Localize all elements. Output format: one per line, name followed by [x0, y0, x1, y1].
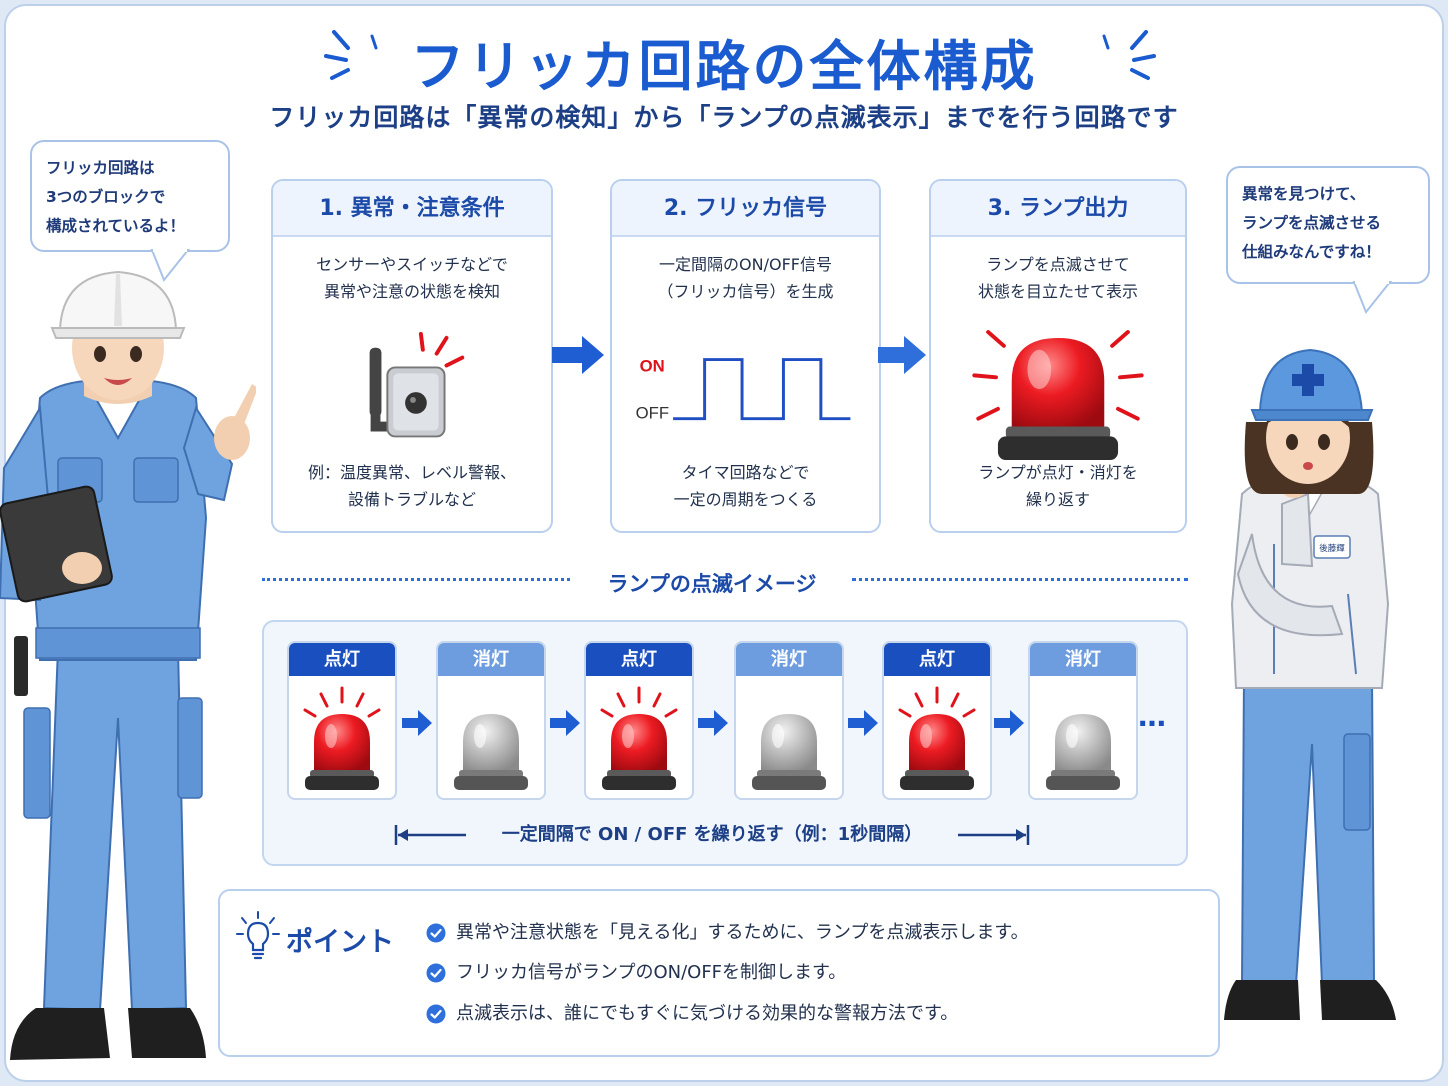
block-title: 2. フリッカ信号 — [612, 181, 879, 237]
frame-label: 点灯 — [884, 643, 990, 676]
blink-section-label: ランプの点滅イメージ — [607, 572, 817, 596]
block-title: 3. ランプ出力 — [931, 181, 1185, 237]
mini-arrow-icon — [848, 710, 878, 736]
mini-arrow-icon — [550, 710, 580, 736]
speech-bubble-right: 異常を見つけて、 ランプを点滅させる 仕組みなんですね！ — [1226, 166, 1430, 284]
male-worker-illustration — [0, 270, 256, 1060]
mini-arrow-icon — [402, 710, 432, 736]
point-item-text: フリッカ信号がランプのON/OFFを制御します。 — [456, 962, 847, 983]
check-circle-icon — [426, 963, 446, 983]
block-description: ランプを点滅させて 状態を目立たせて表示 — [931, 251, 1185, 305]
signal-on-label: ON — [640, 356, 665, 375]
flow-arrow-icon — [878, 336, 926, 374]
female-worker-illustration: 後藤輝 — [1224, 348, 1396, 1020]
frame-label: 消灯 — [1030, 643, 1136, 676]
block-lamp-output: 3. ランプ出力 ランプを点滅させて 状態を目立たせて表示 ランプが点灯・消灯を… — [929, 179, 1187, 533]
blink-frame-off: 消灯 — [1028, 641, 1138, 800]
block-description: センサーやスイッチなどで 異常や注意の状態を検知 — [273, 251, 551, 305]
lamp-on-icon — [303, 686, 381, 790]
interval-annotation: 一定間隔で ON / OFF を繰り返す（例：1秒間隔） — [392, 820, 1032, 850]
frame-label: 点灯 — [586, 643, 692, 676]
frame-label: 消灯 — [438, 643, 544, 676]
speech-bubble-left: フリッカ回路は 3つのブロックで 構成されているよ！ — [30, 140, 230, 252]
block-title: 1. 異常・注意条件 — [273, 181, 551, 237]
desc-line: 異常や注意の状態を検知 — [323, 282, 500, 301]
name-badge-text: 後藤輝 — [1319, 543, 1345, 554]
bubble-line: 構成されているよ！ — [46, 217, 186, 235]
mini-arrow-icon — [994, 710, 1024, 736]
check-circle-icon — [426, 1004, 446, 1024]
divider-dots — [262, 578, 570, 582]
divider-dots — [852, 578, 1188, 582]
note-line: ランプが点灯・消灯を — [978, 463, 1138, 482]
blink-frame-off: 消灯 — [734, 641, 844, 800]
signal-off-label: OFF — [636, 404, 669, 423]
block-note: 例：温度異常、レベル警報、 設備トラブルなど — [273, 459, 551, 513]
bubble-tail-left-icon — [150, 248, 190, 282]
title-spark-left-icon — [324, 30, 378, 80]
block-abnormal-condition: 1. 異常・注意条件 センサーやスイッチなどで 異常や注意の状態を検知 例：温度… — [271, 179, 553, 533]
point-item: 異常や注意状態を「見える化」するために、ランプを点滅表示します。 — [426, 921, 1029, 945]
lamp-on-icon — [600, 686, 678, 790]
note-line: 繰り返す — [1025, 490, 1090, 509]
blink-frame-on: 点灯 — [882, 641, 992, 800]
point-item: フリッカ信号がランプのON/OFFを制御します。 — [426, 961, 846, 985]
frame-label: 点灯 — [289, 643, 395, 676]
point-title: ポイント — [286, 927, 394, 958]
blink-frame-on: 点灯 — [584, 641, 694, 800]
point-item-text: 点滅表示は、誰にでもすぐに気づける効果的な警報方法です。 — [456, 1003, 959, 1024]
mini-arrow-icon — [698, 710, 728, 736]
check-circle-icon — [426, 923, 446, 943]
note-line: タイマ回路などで — [681, 463, 810, 482]
bubble-line: 3つのブロックで — [46, 188, 166, 206]
block-description: 一定間隔のON/OFF信号 （フリッカ信号）を生成 — [612, 251, 879, 305]
bubble-line: 仕組みなんですね！ — [1242, 243, 1381, 261]
bubble-line: フリッカ回路は — [46, 159, 155, 177]
frame-label: 消灯 — [736, 643, 842, 676]
bubble-line: ランプを点滅させる — [1242, 214, 1382, 232]
page-subtitle: フリッカ回路は「異常の検知」から「ランプの点滅表示」までを行う回路です — [269, 103, 1179, 132]
block-flicker-signal: 2. フリッカ信号 一定間隔のON/OFF信号 （フリッカ信号）を生成 ON O… — [610, 179, 881, 533]
continuation-ellipsis: … — [1138, 700, 1168, 733]
desc-line: （フリッカ信号）を生成 — [657, 282, 834, 301]
block-note: タイマ回路などで 一定の周期をつくる — [612, 459, 879, 513]
point-item: 点滅表示は、誰にでもすぐに気づける効果的な警報方法です。 — [426, 1002, 958, 1026]
bubble-line: 異常を見つけて、 — [1242, 185, 1366, 203]
lamp-off-icon — [454, 714, 528, 790]
interval-text: 一定間隔で ON / OFF を繰り返す（例：1秒間隔） — [501, 824, 923, 845]
desc-line: ランプを点滅させて — [986, 255, 1130, 274]
title-spark-right-icon — [1102, 30, 1156, 80]
square-wave-signal: ON OFF — [636, 356, 851, 423]
red-beacon-lamp-icon — [972, 330, 1144, 461]
flow-arrow-icon — [552, 336, 604, 374]
lamp-on-icon — [898, 686, 976, 790]
interval-arrow-right-icon — [958, 825, 1030, 845]
page-title: フリッカ回路の全体構成 — [410, 35, 1038, 98]
lightbulb-icon — [236, 911, 280, 960]
note-line: 一定の周期をつくる — [673, 490, 818, 509]
blink-frame-off: 消灯 — [436, 641, 546, 800]
bubble-tail-right-icon — [1352, 280, 1392, 314]
desc-line: センサーやスイッチなどで — [316, 255, 508, 274]
block-note: ランプが点灯・消灯を 繰り返す — [931, 459, 1185, 513]
blink-frame-on: 点灯 — [287, 641, 397, 800]
note-line: 設備トラブルなど — [347, 490, 476, 509]
lamp-off-icon — [1046, 714, 1120, 790]
lamp-off-icon — [752, 714, 826, 790]
point-item-text: 異常や注意状態を「見える化」するために、ランプを点滅表示します。 — [456, 922, 1029, 943]
point-panel — [218, 889, 1220, 1057]
note-line: 例：温度異常、レベル警報、 — [307, 463, 516, 482]
desc-line: 状態を目立たせて表示 — [977, 282, 1138, 301]
desc-line: 一定間隔のON/OFF信号 — [659, 255, 832, 274]
interval-arrow-left-icon — [394, 825, 466, 845]
sensor-switch-icon — [369, 331, 465, 438]
